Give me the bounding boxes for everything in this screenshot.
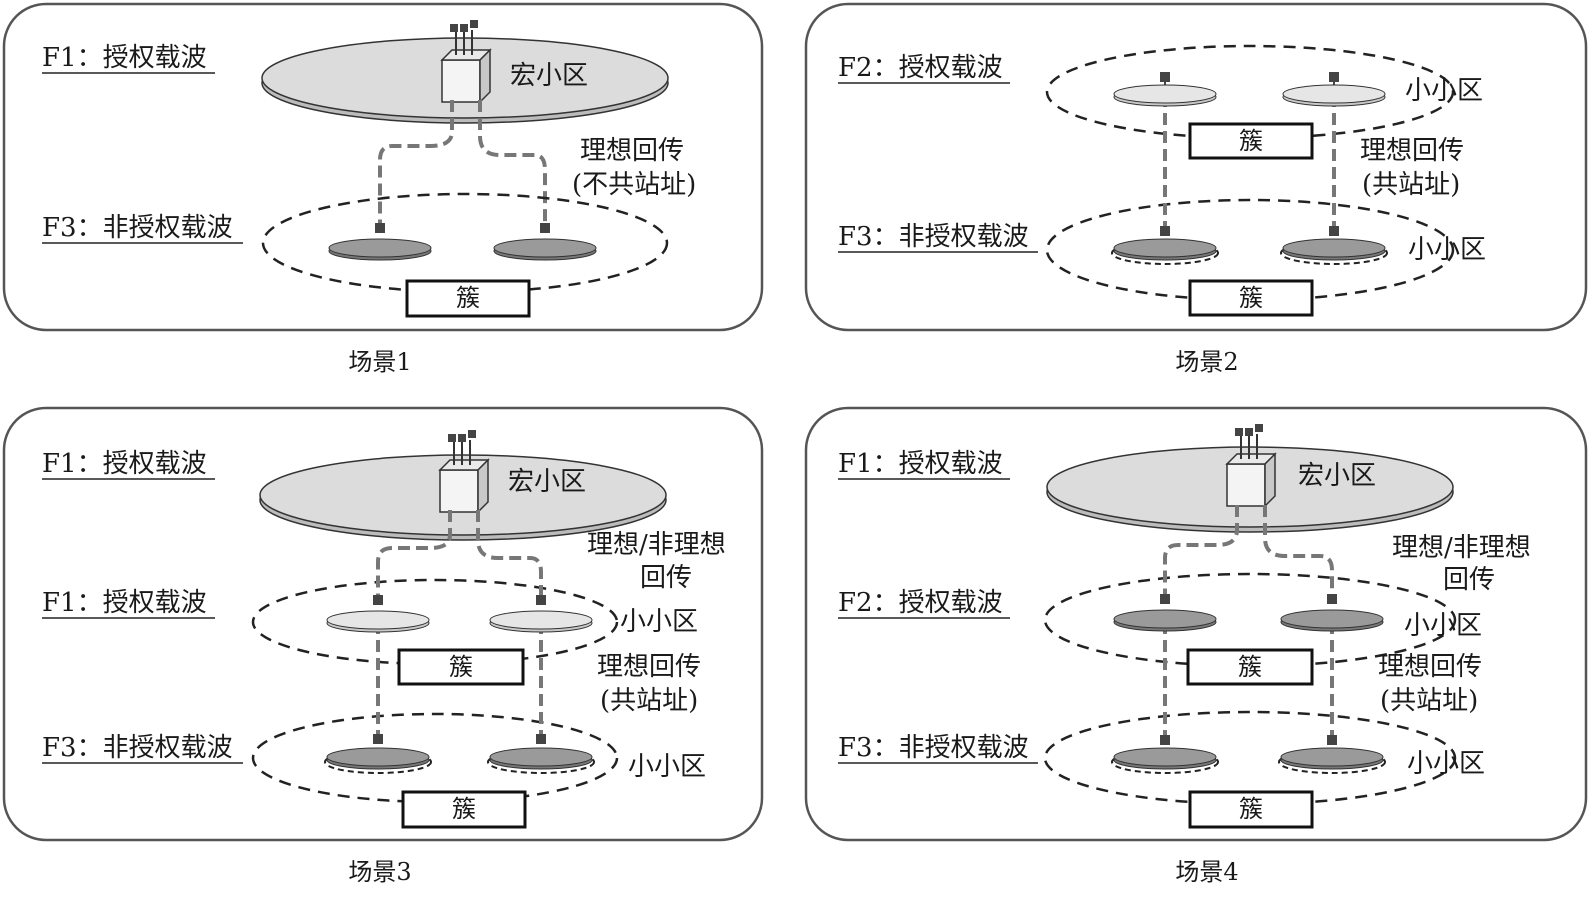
small-cell-antenna-icon <box>1329 72 1339 82</box>
small-cell-antenna-icon <box>1160 735 1170 745</box>
cluster-label: 簇 <box>1238 653 1262 681</box>
freq-top-label: F1：授权载波 <box>42 449 207 479</box>
backhaul-label: 理想/非理想 <box>1392 533 1531 563</box>
freq-top-label: F2：授权载波 <box>838 53 1003 83</box>
small-cell-antenna-icon <box>1327 735 1337 745</box>
cluster-boundary <box>1045 44 1455 140</box>
small-cell-antenna-icon <box>1160 72 1170 82</box>
small-cell <box>1113 84 1217 107</box>
small-cell <box>328 238 432 261</box>
freq-bottom-label: F3：非授权载波 <box>42 733 233 763</box>
small-cell <box>324 747 432 774</box>
small-cell-antenna-icon <box>1329 226 1339 236</box>
small-cell <box>489 610 593 633</box>
backhaul-lines <box>378 100 547 226</box>
cluster-label: 簇 <box>1239 284 1263 312</box>
small-cell-label: 小小区 <box>1408 235 1486 265</box>
cluster-label: 簇 <box>452 795 476 823</box>
backhaul-label: 理想回传 <box>1378 652 1482 682</box>
small-cell <box>493 238 597 261</box>
backhaul-label: 理想回传 <box>597 652 701 682</box>
small-cell <box>1113 609 1217 632</box>
freq-top-label: F1：授权载波 <box>838 449 1003 479</box>
backhaul-label: 回传 <box>640 563 692 593</box>
cluster-box <box>1188 279 1314 317</box>
small-cell-antenna-icon <box>1327 594 1337 604</box>
backhaul-label: (共站址) <box>600 686 698 716</box>
freq-bottom-label: F3：非授权载波 <box>42 213 233 243</box>
small-cell-label: 小小区 <box>628 752 706 782</box>
small-cell <box>487 747 595 774</box>
cluster-label: 簇 <box>449 653 473 681</box>
small-cell-antenna-icon <box>536 734 546 744</box>
small-cell-antenna-icon <box>540 223 550 233</box>
scenario-1-panel: 簇 F1：授权载波 F3：非授权载波 宏小区 理想回传 (不共站址) <box>2 2 764 332</box>
cluster-boundary <box>1043 572 1457 668</box>
small-cell-label: 小小区 <box>1405 76 1483 106</box>
macro-cell-label: 宏小区 <box>1298 461 1376 491</box>
small-cell <box>326 610 430 633</box>
cluster-label: 簇 <box>1239 795 1263 823</box>
cluster-boundary <box>1045 198 1455 302</box>
macro-cell-label: 宏小区 <box>508 467 586 497</box>
scenario-4-panel: 簇 簇 F1：授权载波 F2：授权载波 F3：非授权载波 宏小区 理想/非理想 … <box>804 406 1588 842</box>
cluster-boundary <box>251 712 619 804</box>
backhaul-label: (共站址) <box>1380 686 1478 716</box>
panel-border <box>804 2 1588 332</box>
small-cell <box>1282 84 1386 107</box>
small-cell-antenna-icon <box>373 734 383 744</box>
small-cell <box>1280 238 1388 265</box>
small-cell <box>1280 609 1384 632</box>
backhaul-label: 回传 <box>1443 565 1495 595</box>
scenario-3-panel: 簇 簇 F1：授权载波 F1：授权载波 F3：非授权载波 宏小区 理想/非理想 … <box>2 406 764 842</box>
cluster-label: 簇 <box>456 284 480 312</box>
backhaul-label: 理想回传 <box>1360 136 1464 166</box>
cluster-boundary <box>261 192 669 294</box>
small-cell-antenna-icon <box>1160 594 1170 604</box>
backhaul-label: 理想回传 <box>580 136 684 166</box>
small-cell-label: 小小区 <box>1404 611 1482 641</box>
small-cell-label: 小小区 <box>620 607 698 637</box>
small-cell <box>1111 238 1219 265</box>
small-cell <box>1278 747 1386 774</box>
backhaul-lines <box>1163 505 1334 738</box>
backhaul-lines <box>1163 95 1336 235</box>
freq-mid-label: F1：授权载波 <box>42 588 207 618</box>
cluster-box <box>1188 790 1314 829</box>
freq-mid-label: F2：授权载波 <box>838 588 1003 618</box>
scenario-caption: 场景2 <box>1175 348 1238 376</box>
backhaul-lines <box>376 510 543 738</box>
macro-cell-label: 宏小区 <box>510 61 588 91</box>
cluster-box <box>405 279 531 318</box>
scenario-caption: 场景1 <box>348 348 411 376</box>
backhaul-label: 理想/非理想 <box>587 530 726 560</box>
small-cell-label: 小小区 <box>1407 749 1485 779</box>
small-cell <box>1111 747 1219 774</box>
backhaul-label: (不共站址) <box>572 170 696 200</box>
freq-top-label: F1：授权载波 <box>42 43 207 73</box>
freq-bottom-label: F3：非授权载波 <box>838 733 1029 763</box>
small-cell-antenna-icon <box>1160 226 1170 236</box>
scenario-2-panel: 簇 簇 F2：授权载波 F3：非授权载波 小小区 小小区 理想回传 (共站址) <box>804 2 1588 332</box>
cluster-box <box>401 790 527 829</box>
small-cell-antenna-icon <box>375 223 385 233</box>
cluster-boundary <box>1043 710 1457 806</box>
scenario-caption: 场景4 <box>1175 858 1238 886</box>
cluster-boundary <box>251 578 619 666</box>
freq-bottom-label: F3：非授权载波 <box>838 222 1029 252</box>
cluster-box <box>1188 122 1314 160</box>
backhaul-label: (共站址) <box>1362 170 1460 200</box>
small-cell-antenna-icon <box>373 595 383 605</box>
scenario-caption: 场景3 <box>348 858 411 886</box>
cluster-label: 簇 <box>1239 127 1263 155</box>
small-cell-antenna-icon <box>536 595 546 605</box>
cluster-box <box>1186 648 1314 686</box>
cluster-box <box>397 648 525 686</box>
